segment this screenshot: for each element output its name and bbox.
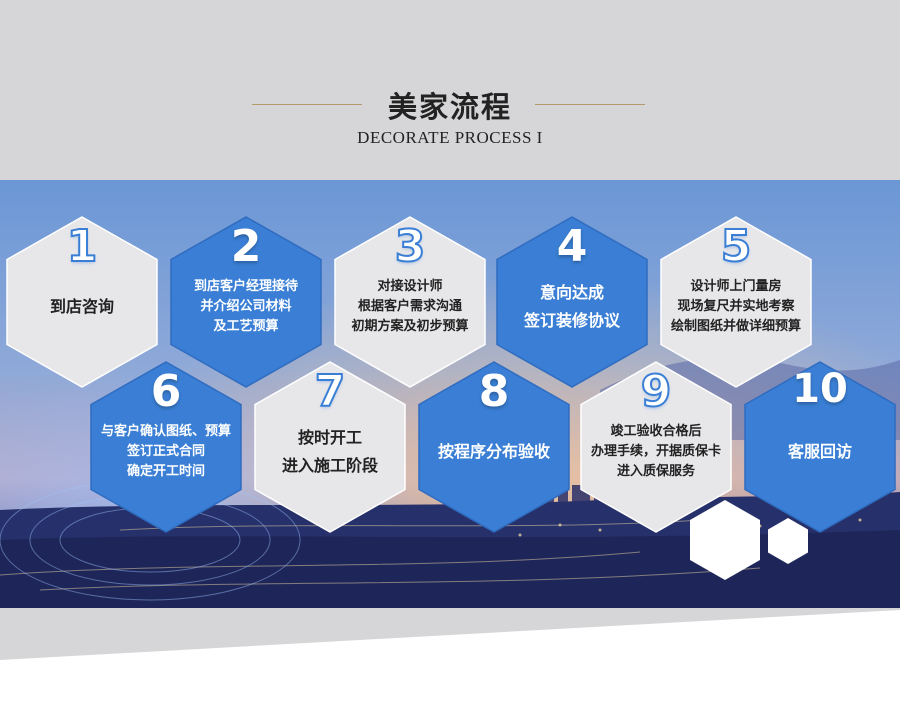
- header: 美家流程 DECORATE PROCESS I: [0, 0, 900, 180]
- step-number: 2: [230, 221, 262, 272]
- process-step-4: 4 意向达成 签订装修协议: [496, 216, 648, 388]
- hexagon-shape: [580, 361, 732, 533]
- hexagon-shape: [744, 361, 896, 533]
- step-text: 对接设计师 根据客户需求沟通 初期方案及初步预算: [351, 279, 469, 334]
- step-number: 1: [66, 220, 99, 273]
- hexagon-shape: [418, 361, 570, 533]
- page-title: 美家流程: [387, 90, 512, 124]
- step-text: 按程序分布验收: [437, 442, 550, 461]
- step-number: 9: [640, 365, 673, 418]
- process-step-2: 2 到店客户经理接待 并介绍公司材料 及工艺预算: [170, 216, 322, 388]
- step-text: 到店客户经理接待 并介绍公司材料 及工艺预算: [193, 279, 298, 334]
- step-number: 6: [150, 366, 182, 417]
- step-text: 到店咨询: [49, 297, 114, 316]
- decorative-hexagon-small: [768, 518, 808, 564]
- step-number: 5: [720, 220, 753, 273]
- process-step-5: 5 设计师上门量房 现场复尺并实地考察 绘制图纸并做详细预算: [660, 216, 812, 388]
- hexagon-shape: [6, 216, 158, 388]
- step-number: 4: [556, 221, 588, 272]
- step-text: 设计师上门量房 现场复尺并实地考察 绘制图纸并做详细预算: [670, 279, 801, 334]
- step-text: 竣工验收合格后 办理手续，开据质保卡 进入质保服务: [590, 424, 721, 479]
- process-step-8: 8 按程序分布验收: [418, 361, 570, 533]
- step-text: 意向达成 签订装修协议: [523, 283, 620, 330]
- process-step-9: 9 竣工验收合格后 办理手续，开据质保卡 进入质保服务: [580, 361, 732, 533]
- hexagon-shape: [660, 216, 812, 388]
- step-number: 8: [478, 366, 510, 417]
- step-text: 客服回访: [787, 442, 852, 461]
- decorative-hexagon-large: [690, 500, 760, 580]
- process-step-7: 7 按时开工 进入施工阶段: [254, 361, 406, 533]
- hexagon-shape: [254, 361, 406, 533]
- step-number: 7: [314, 365, 347, 418]
- page-subtitle: DECORATE PROCESS I: [357, 128, 543, 147]
- hexagon-shape: [170, 216, 322, 388]
- step-text: 按时开工 进入施工阶段: [281, 428, 378, 475]
- hexagon-shape: [90, 361, 242, 533]
- step-number: 10: [792, 366, 848, 412]
- step-text: 与客户确认图纸、预算 签订正式合同 确定开工时间: [100, 424, 231, 479]
- hexagon-shape: [334, 216, 486, 388]
- hexagon-shape: [496, 216, 648, 388]
- process-step-1: 1 到店咨询: [6, 216, 158, 388]
- title-rule-left: [252, 104, 362, 105]
- process-step-6: 6 与客户确认图纸、预算 签订正式合同 确定开工时间: [90, 361, 242, 533]
- process-step-3: 3 对接设计师 根据客户需求沟通 初期方案及初步预算: [334, 216, 486, 388]
- step-number: 3: [394, 220, 427, 273]
- title-rule-right: [535, 104, 645, 105]
- process-step-10: 10 客服回访: [744, 361, 896, 533]
